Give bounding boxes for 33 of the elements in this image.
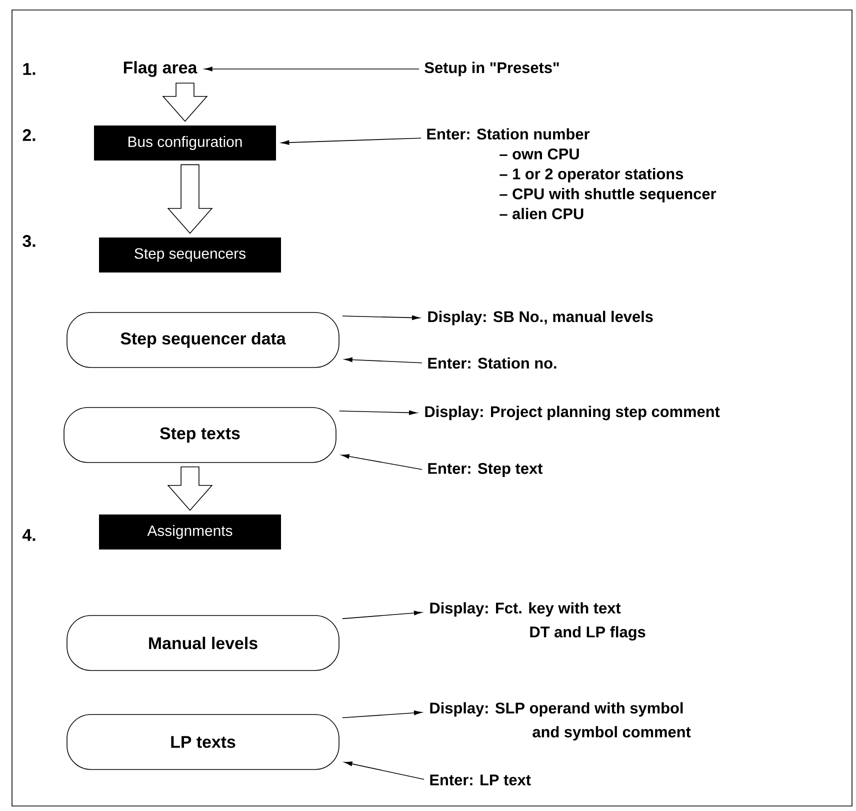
- rounded-box: Manual levels: [66, 615, 340, 671]
- arrow: [344, 357, 422, 364]
- note-text: Setup in "Presets": [424, 62, 559, 76]
- note-text: Display: Project planning step comment: [425, 406, 720, 420]
- arrow: [204, 66, 420, 72]
- arrow: [341, 454, 422, 470]
- arrow: [344, 762, 424, 780]
- arrow: [342, 315, 420, 320]
- note-text: Enter: Station no.: [428, 357, 556, 369]
- rounded-box: LP texts: [66, 714, 340, 770]
- rounded-box: Step sequencer data: [66, 312, 340, 368]
- arrow: [339, 410, 417, 415]
- step-title: Flag area: [124, 61, 198, 77]
- block-arrow: [162, 82, 208, 122]
- note-text: Enter: LP text: [430, 774, 531, 786]
- step-number: 2.: [22, 129, 36, 141]
- rounded-box: Step texts: [64, 407, 336, 463]
- note-text: Display: SLP operand with symbol and symbol comment: [430, 702, 691, 740]
- note-text: Enter: Station number – own CPU – 1 or 2 operator stations – CPU with shuttle sequencer – alien CPU: [427, 128, 716, 220]
- note-text: Display: Fct. key with text DT and LP flags: [430, 602, 646, 641]
- step-box: Step sequencers: [99, 238, 281, 272]
- step-box: Assignments: [99, 514, 281, 550]
- note-text: Enter: Step text: [428, 463, 543, 477]
- note-text: Display: SB No., manual levels: [428, 310, 653, 326]
- step-box: Bus configuration: [94, 126, 276, 160]
- arrow: [342, 610, 422, 620]
- arrow: [281, 138, 422, 145]
- block-arrow: [167, 466, 213, 511]
- step-number: 3.: [22, 234, 36, 247]
- step-number: 4.: [22, 529, 36, 541]
- block-arrow: [167, 164, 213, 234]
- step-number: 1.: [23, 63, 36, 75]
- arrow: [342, 710, 422, 718]
